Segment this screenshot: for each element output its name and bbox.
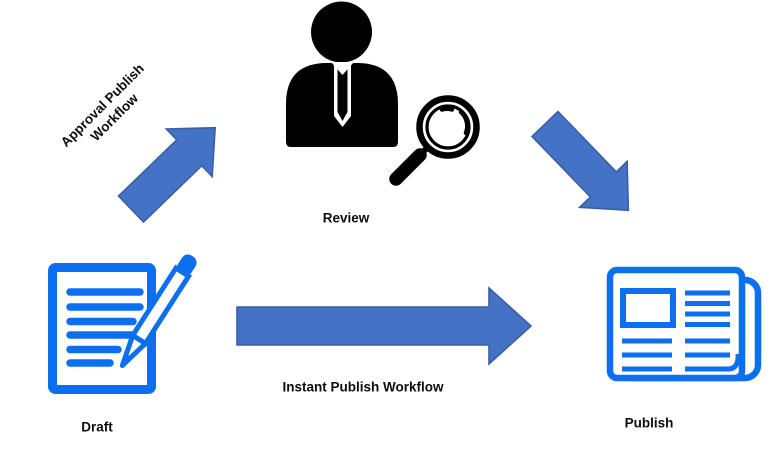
person-silhouette-icon <box>286 1 398 147</box>
draft-label: Draft <box>81 419 113 435</box>
review-label: Review <box>322 210 370 226</box>
review-to-publish-down-arrow-icon <box>530 110 630 212</box>
publish-label: Publish <box>624 415 674 431</box>
approval-up-arrow-icon <box>117 126 217 224</box>
instant-publish-right-arrow-icon <box>236 286 533 366</box>
magnifier-icon <box>389 95 480 186</box>
newspaper-icon <box>606 266 762 382</box>
draft-document-icon <box>48 254 197 394</box>
pen-icon <box>119 254 197 369</box>
instant-publish-workflow-label: Instant Publish Workflow <box>282 379 444 395</box>
review-icons <box>286 1 480 186</box>
